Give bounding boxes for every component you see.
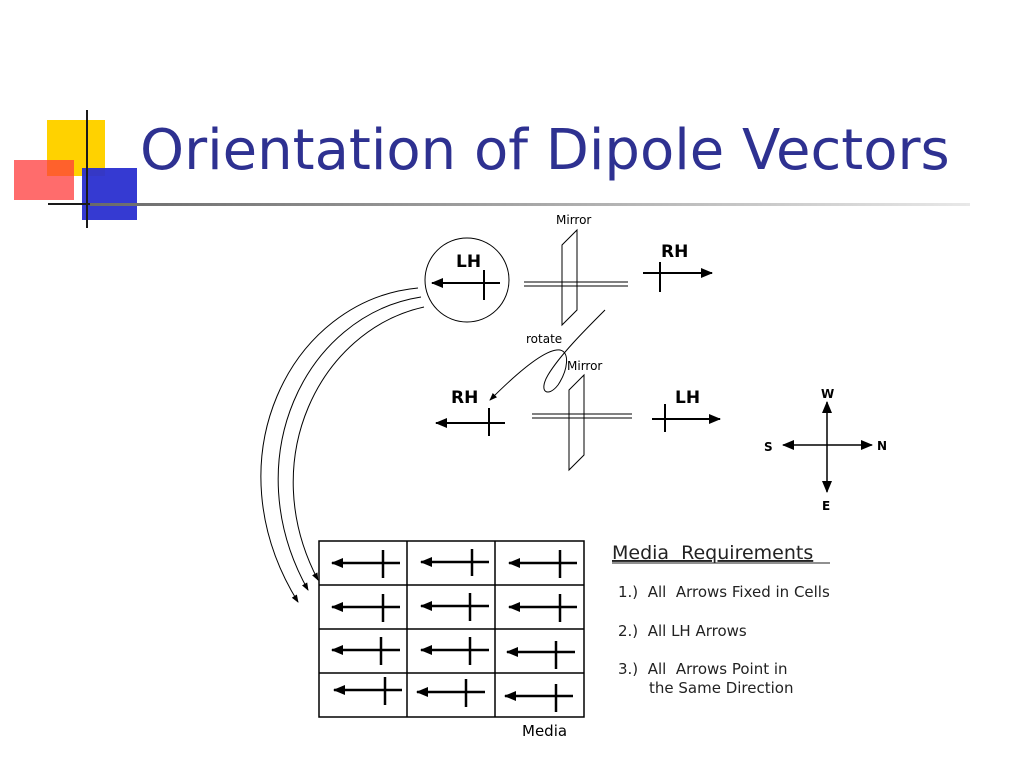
requirement-item-3-cont: the Same Direction — [649, 679, 793, 697]
requirement-item-3: 3.) All Arrows Point in — [618, 660, 788, 678]
title-underline — [90, 203, 970, 206]
compass-right-label: N — [877, 439, 887, 453]
compass: W E S N — [764, 387, 887, 513]
second-mirror-plane — [568, 373, 585, 472]
slide-title: Orientation of Dipole Vectors — [140, 118, 950, 183]
compass-top-label: W — [821, 387, 834, 401]
curve-arrow-3 — [292, 306, 425, 581]
rotate-loop — [489, 309, 606, 401]
curve-arrow-1 — [260, 287, 419, 603]
lh-mid-label: LH — [675, 388, 700, 408]
rh-top-label: RH — [661, 242, 688, 262]
lh-circle-label: LH — [456, 252, 481, 272]
media-grid-arrows — [331, 549, 577, 712]
rotate-label: rotate — [526, 332, 562, 346]
top-mirror-plane — [561, 228, 578, 327]
rh-mid-label: RH — [451, 388, 478, 408]
requirements-heading: Media Requirements — [612, 542, 813, 564]
second-mirror-label: Mirror — [567, 359, 602, 373]
requirement-item-2: 2.) All LH Arrows — [618, 622, 747, 640]
media-grid — [318, 540, 585, 718]
curve-arrow-2 — [277, 296, 422, 591]
requirement-item-1: 1.) All Arrows Fixed in Cells — [618, 583, 830, 601]
compass-bottom-label: E — [822, 499, 830, 513]
logo-blue-square — [82, 168, 137, 220]
media-label: Media — [522, 722, 567, 740]
lh-circle — [424, 237, 510, 323]
top-mirror-label: Mirror — [556, 213, 591, 227]
logo-red-square — [14, 160, 74, 200]
compass-left-label: S — [764, 440, 773, 454]
slide-logo — [14, 110, 140, 228]
